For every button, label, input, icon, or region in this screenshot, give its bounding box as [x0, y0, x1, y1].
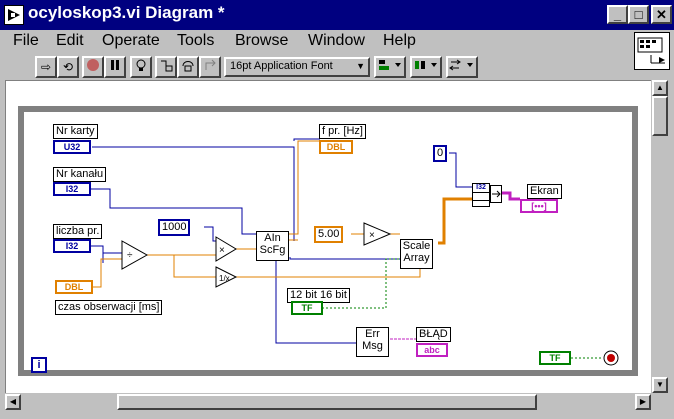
scroll-right-icon[interactable]: ▶: [635, 394, 651, 410]
svg-text:÷: ÷: [127, 250, 133, 261]
align-objects-icon[interactable]: [374, 56, 406, 78]
run-continuously-icon[interactable]: ⟲: [57, 56, 79, 78]
f-pr-label: f pr. [Hz]: [319, 124, 366, 139]
menu-edit[interactable]: Edit: [56, 32, 84, 49]
menu-bar: File Edit Operate Tools Browse Window He…: [0, 30, 630, 54]
czas-terminal[interactable]: DBL: [55, 280, 93, 294]
czas-label: czas obserwacji [ms]: [55, 300, 163, 315]
step-into-icon[interactable]: [155, 56, 177, 78]
double-wires: [92, 140, 421, 288]
ain-scfg-node[interactable]: AIn ScFg: [256, 231, 289, 261]
liczba-pr-terminal[interactable]: I32: [53, 239, 91, 253]
diagram-wires: ÷ × 1/x ×: [18, 106, 638, 376]
multiply-scale-node: [363, 222, 392, 246]
svg-text:1/x: 1/x: [219, 274, 230, 283]
scroll-up-icon[interactable]: ▲: [652, 80, 668, 96]
maximize-button[interactable]: □: [628, 5, 649, 24]
blad-terminal[interactable]: abc: [416, 343, 448, 357]
abort-icon[interactable]: [82, 56, 104, 78]
ain-line1: AIn: [264, 232, 281, 244]
ekran-terminal[interactable]: [•••]: [520, 199, 558, 213]
ekran-label: Ekran: [527, 184, 562, 199]
vertical-scroll-thumb[interactable]: [652, 96, 668, 136]
window-title: ocyloskop3.vi Diagram *: [28, 3, 225, 22]
menu-operate[interactable]: Operate: [102, 32, 160, 49]
title-bar: ocyloskop3.vi Diagram * _ □ ✕: [0, 0, 674, 30]
array-wire: [438, 197, 472, 245]
build-waveform-icon: [490, 185, 502, 203]
nr-karty-terminal[interactable]: U32: [53, 140, 91, 154]
run-arrow-icon[interactable]: ⇨: [35, 56, 57, 78]
scale-line1: Scale: [402, 240, 431, 252]
loop-iteration-icon: i: [31, 357, 47, 373]
nr-kanalu-terminal[interactable]: I32: [53, 182, 91, 196]
nr-karty-label: Nr karty: [53, 124, 98, 139]
close-button[interactable]: ✕: [651, 5, 672, 24]
boolean-wires: [322, 258, 603, 359]
reorder-icon[interactable]: [446, 56, 478, 78]
integer-wires: [90, 138, 499, 344]
scroll-down-icon[interactable]: ▼: [652, 377, 668, 393]
horizontal-scroll-thumb[interactable]: [117, 394, 537, 410]
liczba-pr-label: liczba pr.: [53, 224, 103, 239]
horizontal-scrollbar[interactable]: ◀ ▶: [5, 393, 651, 411]
pause-icon[interactable]: [104, 56, 126, 78]
svg-text:×: ×: [369, 230, 375, 241]
bundle-label: I32: [476, 184, 486, 191]
vertical-scrollbar[interactable]: ▲ ▼: [651, 80, 669, 393]
reciprocal-node: [215, 266, 238, 288]
connector-pane-icon[interactable]: [634, 32, 670, 70]
distribute-objects-icon[interactable]: [410, 56, 442, 78]
svg-text:×: ×: [219, 245, 225, 256]
while-loop-frame: [18, 106, 638, 376]
step-over-icon[interactable]: [177, 56, 199, 78]
menu-browse[interactable]: Browse: [235, 32, 289, 49]
highlight-execution-icon[interactable]: [130, 56, 152, 78]
divide-node: [121, 240, 149, 270]
constant-1000[interactable]: 1000: [158, 219, 191, 236]
scale-array-node[interactable]: Scale Array: [400, 239, 433, 269]
step-out-icon[interactable]: [199, 56, 221, 78]
menu-file[interactable]: File: [13, 32, 39, 49]
stop-terminal[interactable]: TF: [539, 351, 571, 365]
scale-line2: Array: [403, 252, 430, 264]
f-pr-terminal[interactable]: DBL: [319, 140, 353, 154]
menu-tools[interactable]: Tools: [177, 32, 215, 49]
resize-grip-icon[interactable]: [651, 393, 669, 411]
chevron-down-icon: ▼: [356, 61, 365, 71]
bit-switch-terminal[interactable]: TF: [291, 301, 323, 315]
blad-label: BŁĄD: [416, 327, 451, 342]
bundle-node[interactable]: I32: [472, 183, 490, 207]
constant-5[interactable]: 5.00: [314, 226, 344, 243]
err-line1: Err: [365, 328, 380, 340]
err-msg-node[interactable]: Err Msg: [356, 327, 389, 357]
block-diagram[interactable]: ÷ × 1/x × Nr karty U32 Nr kanału I32 lic…: [5, 80, 651, 393]
vi-icon: [4, 5, 24, 25]
minimize-button[interactable]: _: [607, 5, 628, 24]
font-select[interactable]: 16pt Application Font ▼: [224, 57, 370, 77]
toolbar: ⇨ ⟲ 16pt Application Font ▼: [0, 54, 630, 80]
ain-line2: ScFg: [259, 244, 286, 256]
menu-help[interactable]: Help: [383, 32, 416, 49]
scroll-left-icon[interactable]: ◀: [5, 394, 21, 410]
nr-kanalu-label: Nr kanału: [53, 167, 107, 182]
constant-0[interactable]: 0: [433, 145, 448, 162]
multiply-node: [215, 236, 237, 262]
err-line2: Msg: [362, 340, 383, 352]
font-select-value: 16pt Application Font: [230, 60, 333, 72]
menu-window[interactable]: Window: [308, 32, 365, 49]
